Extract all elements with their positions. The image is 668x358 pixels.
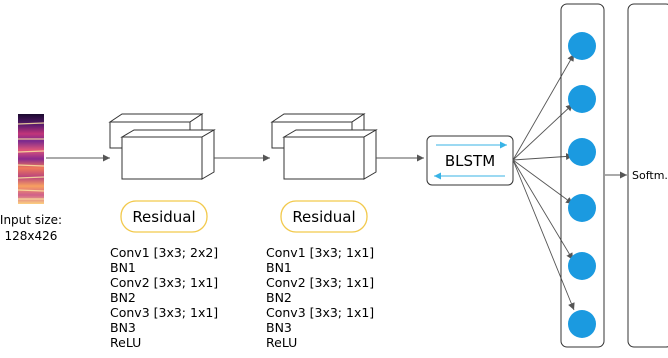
output-neuron xyxy=(568,32,596,60)
output-neurons xyxy=(568,32,596,338)
residual-label-1-pill xyxy=(120,200,208,233)
output-neuron xyxy=(568,85,596,113)
block1-layer: Conv3 [3x3; 1x1] xyxy=(110,305,218,320)
block1-layer-list: Conv1 [3x3; 2x2] BN1 Conv2 [3x3; 1x1] BN… xyxy=(110,245,218,350)
output-neuron xyxy=(568,310,596,338)
blstm-to-neuron-edges xyxy=(512,53,575,311)
input-size-label: Input size: xyxy=(0,213,62,227)
output-neuron xyxy=(568,194,596,222)
block1-layer: BN2 xyxy=(110,290,136,305)
output-neuron-layer-box xyxy=(560,3,605,348)
block1-layer: ReLU xyxy=(110,335,141,350)
block2-layer-list: Conv1 [3x3; 1x1] BN1 Conv2 [3x3; 1x1] BN… xyxy=(266,245,374,350)
block2-layer: ReLU xyxy=(266,335,297,350)
output-neuron xyxy=(568,252,596,280)
block2-layer: BN3 xyxy=(266,320,292,335)
block2-layer: Conv2 [3x3; 1x1] xyxy=(266,275,374,290)
block1-layer: Conv2 [3x3; 1x1] xyxy=(110,275,218,290)
residual-label-1: Residual xyxy=(132,208,195,226)
residual-block-2-box xyxy=(270,113,378,180)
block1-layer: BN1 xyxy=(110,260,136,275)
block1-layer: Conv1 [3x3; 2x2] xyxy=(110,245,218,260)
residual-block-1-box xyxy=(108,113,216,180)
block2-layer: BN2 xyxy=(266,290,292,305)
residual-label-2-pill xyxy=(280,200,368,233)
block2-layer: BN1 xyxy=(266,260,292,275)
softmax-box xyxy=(627,3,668,348)
block2-layer: Conv1 [3x3; 1x1] xyxy=(266,245,374,260)
output-neuron xyxy=(568,138,596,166)
residual-label-2: Residual xyxy=(292,208,355,226)
block2-layer: Conv3 [3x3; 1x1] xyxy=(266,305,374,320)
blstm-label: BLSTM xyxy=(445,152,495,170)
softmax-label: Softm. xyxy=(632,169,668,182)
block1-layer: BN3 xyxy=(110,320,136,335)
input-size-value: 128x426 xyxy=(5,229,58,243)
input-spectrogram-image xyxy=(17,114,45,204)
